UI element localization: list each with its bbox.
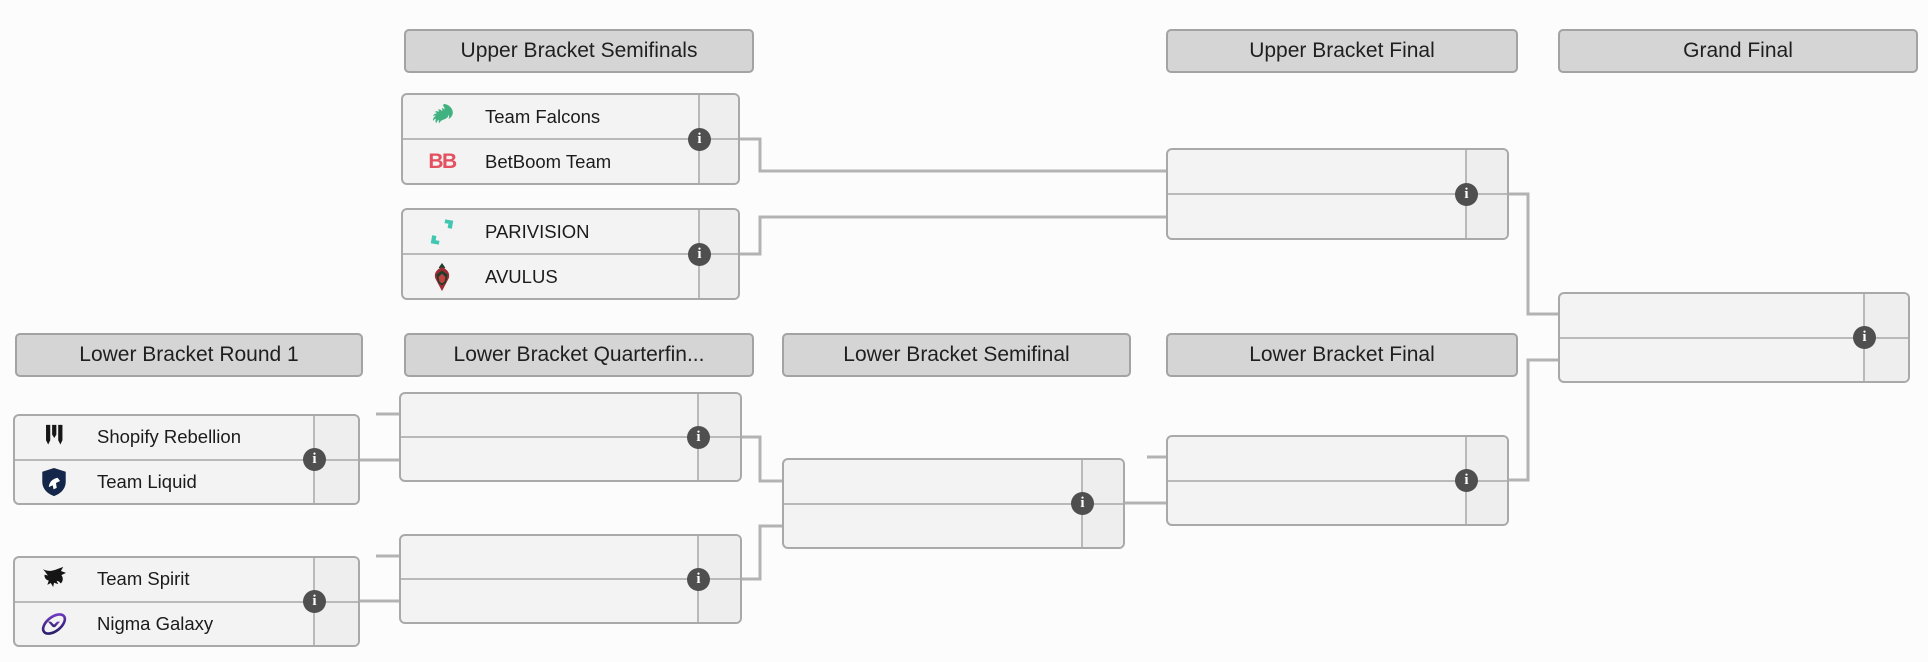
betboom-team-logo: BB [427, 147, 457, 177]
round-header-lower-bracket-round-1: Lower Bracket Round 1 [15, 333, 363, 377]
team-name: Nigma Galaxy [97, 612, 214, 634]
round-header-label: Lower Bracket Round 1 [79, 343, 299, 366]
team-row-empty [1168, 195, 1507, 238]
match-info-icon[interactable]: i [303, 448, 326, 471]
match-info-icon[interactable]: i [688, 127, 711, 151]
match-lower-bracket-final: i [1166, 435, 1509, 526]
team-row-team-spirit[interactable]: Team Spirit [15, 558, 358, 603]
team-row-empty [784, 460, 1123, 505]
round-header-label: Lower Bracket Semifinal [843, 343, 1070, 366]
team-row-empty [401, 536, 740, 580]
team-row-empty [1168, 150, 1507, 195]
team-liquid-logo [39, 467, 69, 497]
round-header-label: Upper Bracket Semifinals [460, 39, 698, 62]
connector-line [742, 524, 782, 581]
team-name: AVULUS [485, 265, 558, 287]
match-lower-bracket-quarterfinal-2: i [399, 534, 742, 624]
team-row-avulus[interactable]: AVULUS [403, 255, 738, 298]
nigma-galaxy-logo [39, 609, 69, 639]
connector-line [1509, 358, 1558, 482]
team-row-empty [401, 394, 740, 438]
team-row-empty [784, 505, 1123, 548]
match-info-icon[interactable]: i [1455, 182, 1478, 206]
betboom-team-logo: BB [428, 149, 457, 173]
connector-line [1509, 192, 1558, 316]
match-grand-final: i [1558, 292, 1910, 383]
round-header-lower-bracket-semifinal: Lower Bracket Semifinal [782, 333, 1131, 377]
match-upper-bracket-final: i [1166, 148, 1509, 240]
connector-line [742, 435, 782, 483]
team-falcons-logo [427, 102, 457, 132]
round-header-lower-bracket-final: Lower Bracket Final [1166, 333, 1518, 377]
match-upper-bracket-semifinal-2: PARIVISION AVULUS i [401, 208, 740, 300]
team-row-team-falcons[interactable]: Team Falcons [403, 95, 738, 140]
match-info-icon[interactable]: i [687, 425, 710, 449]
round-header-label: Upper Bracket Final [1249, 39, 1435, 62]
match-info-icon[interactable]: i [1853, 326, 1876, 349]
team-row-betboom-team[interactable]: BB BetBoom Team [403, 140, 738, 183]
team-row-nigma-galaxy[interactable]: Nigma Galaxy [15, 603, 358, 646]
parivision-logo [427, 217, 457, 247]
match-lower-bracket-semifinal: i [782, 458, 1125, 549]
team-spirit-logo [39, 564, 69, 594]
team-name: Shopify Rebellion [97, 426, 241, 448]
round-header-label: Lower Bracket Quarterfin... [453, 343, 705, 366]
team-row-empty [1560, 294, 1908, 339]
team-row-parivision[interactable]: PARIVISION [403, 210, 738, 255]
match-info-icon[interactable]: i [1455, 469, 1478, 492]
team-row-empty [1168, 437, 1507, 482]
connector-line [740, 215, 1166, 256]
team-row-shopify-rebellion[interactable]: Shopify Rebellion [15, 416, 358, 461]
round-header-upper-bracket-semifinals: Upper Bracket Semifinals [404, 29, 754, 73]
round-header-lower-bracket-quarterfinals: Lower Bracket Quarterfin... [404, 333, 754, 377]
match-info-icon[interactable]: i [687, 567, 710, 591]
match-info-icon[interactable]: i [303, 590, 326, 613]
team-row-team-liquid[interactable]: Team Liquid [15, 461, 358, 504]
team-name: Team Liquid [97, 470, 197, 492]
team-name: BetBoom Team [485, 150, 612, 172]
shopify-rebellion-logo [39, 422, 69, 452]
match-info-icon[interactable]: i [688, 242, 711, 266]
avulus-logo [427, 262, 457, 292]
match-info-icon[interactable]: i [1071, 492, 1094, 515]
round-header-upper-bracket-final: Upper Bracket Final [1166, 29, 1518, 73]
match-lower-bracket-quarterfinal-1: i [399, 392, 742, 482]
round-header-grand-final: Grand Final [1558, 29, 1918, 73]
round-header-label: Grand Final [1683, 39, 1793, 62]
team-name: PARIVISION [485, 220, 590, 242]
team-name: Team Spirit [97, 568, 190, 590]
connector-line [740, 137, 1166, 173]
round-header-label: Lower Bracket Final [1249, 343, 1435, 366]
team-name: Team Falcons [485, 105, 601, 127]
team-row-empty [1168, 482, 1507, 525]
